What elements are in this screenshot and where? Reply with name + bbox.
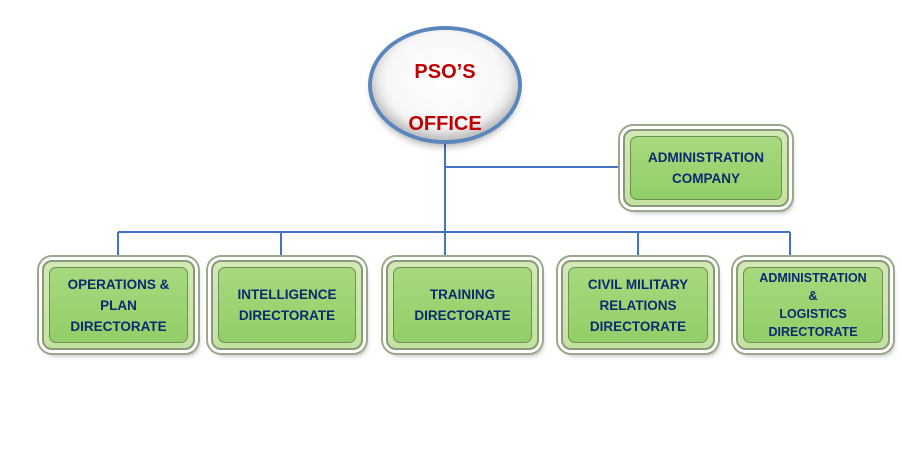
node-label-line: LOGISTICS (779, 307, 847, 321)
node-label-line: ADMINISTRATION (648, 150, 764, 165)
node-administration-logistics-directorate: ADMINISTRATION & LOGISTICS DIRECTORATE (736, 260, 890, 350)
root-node-pso-office: PSO’S OFFICE (372, 30, 518, 140)
node-label: ADMINISTRATION COMPANY (642, 147, 770, 189)
node-label-line: COMPANY (671, 171, 740, 186)
node-label: TRAINING DIRECTORATE (408, 284, 516, 326)
node-label-line: TRAINING (429, 287, 496, 302)
root-label-line: PSO’S (414, 61, 476, 83)
root-label-line: OFFICE (408, 113, 482, 135)
node-label: ADMINISTRATION & LOGISTICS DIRECTORATE (753, 269, 872, 341)
node-label-line: ADMINISTRATION (759, 271, 867, 285)
node-label-line: DIRECTORATE (589, 318, 687, 334)
node-label-line: DIRECTORATE (414, 308, 511, 323)
node-intelligence-directorate: INTELLIGENCE DIRECTORATE (211, 260, 363, 350)
node-label-line: INTELLIGENCE (237, 287, 337, 302)
node-training-directorate: TRAINING DIRECTORATE (386, 260, 539, 350)
node-operations-plan-directorate: OPERATIONS & PLAN DIRECTORATE (42, 260, 195, 350)
node-label: CIVIL MILITARY RELATIONS DIRECTORATE (582, 274, 694, 337)
node-label-line: OPERATIONS & (67, 276, 170, 292)
node-label: INTELLIGENCE DIRECTORATE (231, 284, 342, 326)
node-label-line: PLAN (100, 297, 137, 313)
node-label-line: & (808, 289, 818, 303)
node-label-line: DIRECTORATE (70, 318, 167, 334)
node-label-line: DIRECTORATE (768, 325, 858, 339)
node-civil-military-relations-directorate: CIVIL MILITARY RELATIONS DIRECTORATE (561, 260, 715, 350)
root-node-label: PSO’S OFFICE (408, 33, 481, 137)
node-label-line: CIVIL MILITARY (587, 276, 689, 292)
node-label-line: RELATIONS (599, 297, 677, 313)
node-label-line: DIRECTORATE (238, 308, 336, 323)
node-administration-company: ADMINISTRATION COMPANY (623, 129, 789, 207)
node-label: OPERATIONS & PLAN DIRECTORATE (62, 274, 176, 337)
